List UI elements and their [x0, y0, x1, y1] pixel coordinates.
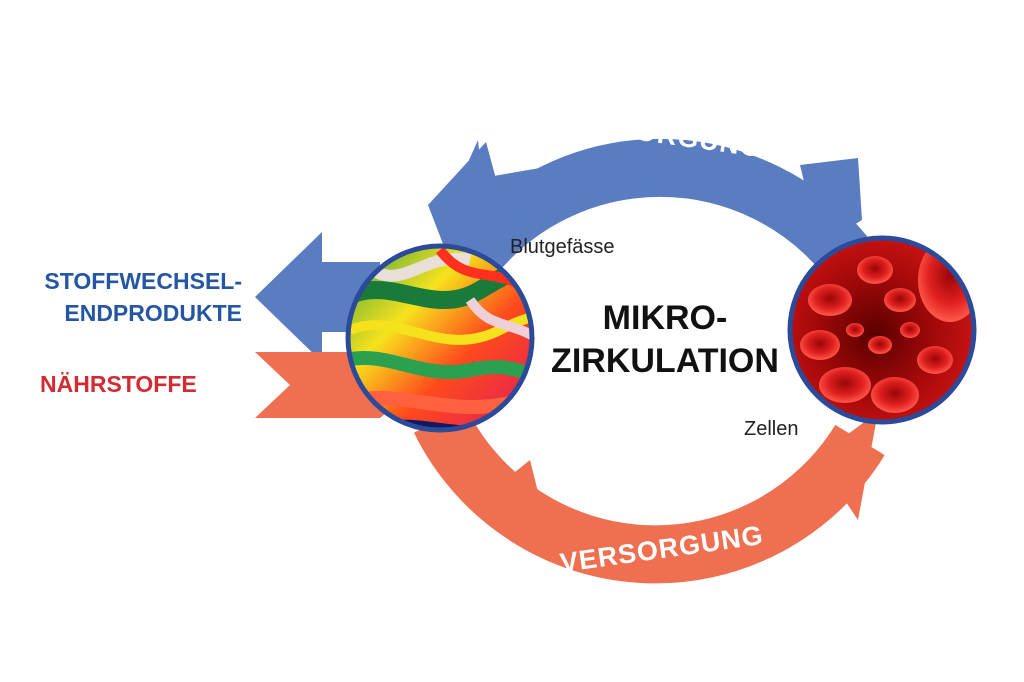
center-title: MIKRO- ZIRKULATION [545, 297, 785, 383]
stoffwechsel-label: STOFFWECHSEL- ENDPRODUKTE [32, 265, 242, 329]
center-title-line2: ZIRKULATION [551, 342, 779, 380]
red-blood-cells-image [787, 235, 977, 425]
versorgung-arc [413, 406, 885, 584]
center-title-line1: MIKRO- [602, 299, 728, 337]
versorgung-arrowhead-right [800, 412, 878, 520]
cells-label: Zellen [744, 418, 799, 440]
stoffwechsel-label-line2: ENDPRODUKTE [64, 300, 242, 326]
entsorgung-chevron-right [800, 158, 862, 240]
stoffwechsel-label-line1: STOFFWECHSEL- [44, 268, 242, 294]
naehrstoffe-label: NÄHRSTOFFE [40, 371, 197, 397]
entsorgung-arrowhead-tip [428, 142, 512, 262]
vessels-label: Blutgefässe [510, 236, 615, 258]
versorgung-chevron-left [495, 460, 545, 525]
